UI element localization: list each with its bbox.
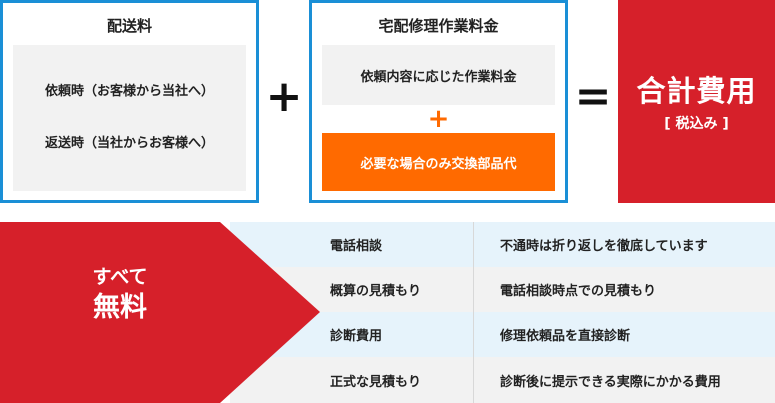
tax-included-note: [ 税込み ] (664, 116, 729, 132)
shipping-return-text: 返送時（当社からお客様へ） (44, 136, 214, 151)
total-cost-label: 合計費用 (636, 74, 757, 108)
shipping-request-text: 依頼時（お客様から当社へ） (44, 84, 214, 100)
free-item-name: 電話相談 (330, 239, 383, 254)
free-item-desc: 不通時は折り返しを徹底しています (500, 239, 708, 254)
shipping-fee-box: 配送料 依頼時（お客様から当社へ） 返送時（当社からお客様へ） (0, 0, 259, 203)
repair-fee-title: 宅配修理作業料金 (378, 17, 499, 35)
repair-fee-box: 宅配修理作業料金 依頼内容に応じた作業料金 + 必要な場合のみ交換部品代 (309, 0, 568, 203)
free-label-line2: 無料 (93, 292, 147, 323)
free-item-row: 正式な見積もり 診断後に提示できる実際にかかる費用 (230, 357, 775, 403)
column-divider (473, 222, 474, 403)
inner-plus-operator: + (427, 104, 450, 134)
free-item-name: 概算の見積もり (330, 284, 422, 299)
free-item-row: 診断費用 修理依頼品を直接診断 (230, 312, 775, 357)
shipping-fee-title: 配送料 (106, 17, 152, 35)
free-label: すべて 無料 (60, 264, 180, 326)
free-item-row: 概算の見積もり 電話相談時点での見積もり (230, 267, 775, 312)
free-label-line1: すべて (92, 266, 148, 288)
free-item-desc: 診断後に提示できる実際にかかる費用 (500, 374, 721, 390)
repair-work-fee: 依頼内容に応じた作業料金 (322, 45, 555, 105)
free-item-name: 正式な見積もり (330, 374, 422, 390)
replacement-parts-fee: 必要な場合のみ交換部品代 (322, 133, 555, 191)
total-cost-box: 合計費用 [ 税込み ] (618, 0, 775, 203)
free-item-name: 診断費用 (330, 329, 383, 344)
shipping-fee-details: 依頼時（お客様から当社へ） 返送時（当社からお客様へ） (13, 45, 246, 191)
free-item-desc: 電話相談時点での見積もり (500, 284, 657, 299)
equals-operator: = (574, 71, 612, 122)
free-item-desc: 修理依頼品を直接診断 (500, 329, 631, 344)
plus-operator: + (265, 71, 303, 122)
free-item-row: 電話相談 不通時は折り返しを徹底しています (230, 222, 775, 267)
